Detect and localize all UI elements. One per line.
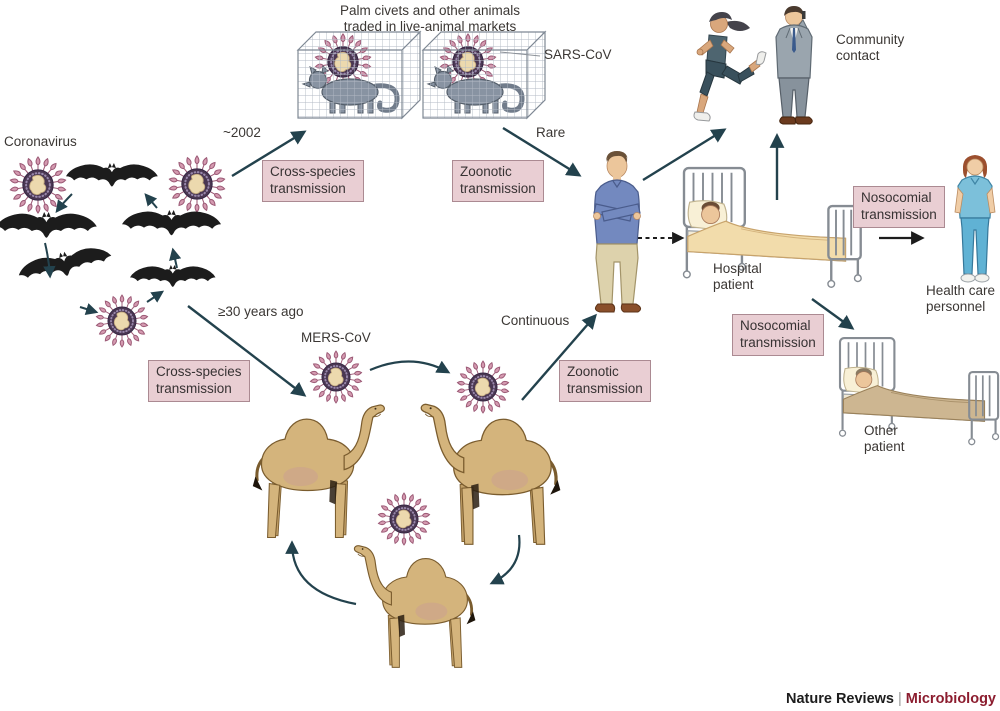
hospital-bed xyxy=(682,166,862,288)
coronavirus-label: Coronavirus xyxy=(4,134,77,149)
coronavirus-icon xyxy=(10,157,66,213)
mers-cov-icon xyxy=(378,493,430,545)
community-contact-label: Community contact xyxy=(836,32,905,64)
animal-cage-left xyxy=(296,30,422,120)
sars-cov-pointer-line xyxy=(499,51,541,57)
journal-brand: Nature Reviews xyxy=(785,691,894,707)
cross-species-transmission-box-sars: Cross-species transmission xyxy=(262,160,364,202)
bat-icon xyxy=(16,242,114,286)
community-jogger xyxy=(693,12,767,122)
mers-cov-label: MERS-CoV xyxy=(301,330,371,345)
bat-icon xyxy=(122,210,221,236)
animal-cage-right xyxy=(421,30,547,120)
sars-cov-label: SARS-CoV xyxy=(544,47,612,62)
nosocomial-transmission-box-patient: Nosocomial transmission xyxy=(732,314,824,356)
hospital-patient-label: Hospital patient xyxy=(713,261,762,293)
cross-species-transmission-box-mers: Cross-species transmission xyxy=(148,360,250,402)
coronavirus-icon xyxy=(96,295,148,347)
nosocomial-transmission-box-personnel: Nosocomial transmission xyxy=(853,186,945,228)
market-title-line1: Palm civets and other animals xyxy=(339,3,521,18)
year-2002-label: ~2002 xyxy=(223,125,261,140)
continuous-label: Continuous xyxy=(501,313,570,328)
bat-cycle-arrows xyxy=(43,193,182,315)
rare-label: Rare xyxy=(536,125,566,140)
camel-cycle xyxy=(251,351,562,669)
bat-reservoir-cycle xyxy=(0,156,225,347)
journal-credit: Nature Reviews|Microbiology xyxy=(786,691,996,707)
other-patient-label: Other patient xyxy=(864,423,905,455)
30-years-ago-label: ≥30 years ago xyxy=(218,304,304,319)
zoonotic-transmission-box-mers: Zoonotic transmission xyxy=(559,360,651,402)
journal-name: Microbiology xyxy=(905,691,996,707)
market-title-line2: traded in live-animal markets xyxy=(343,19,517,35)
transmission-arrows xyxy=(187,126,855,401)
health-care-personnel-figure xyxy=(954,155,996,283)
camel-icon xyxy=(251,403,386,539)
camel-cycle-arrows xyxy=(285,360,521,606)
coronavirus-icon xyxy=(169,156,225,212)
bat-icon xyxy=(66,163,158,187)
health-care-personnel-label: Health care personnel xyxy=(926,283,996,315)
mers-cov-icon xyxy=(457,361,509,413)
bat-icon xyxy=(0,212,97,238)
market-title: Palm civets and other animals traded in … xyxy=(330,3,530,36)
camel-icon xyxy=(353,544,477,669)
camel-icon xyxy=(419,402,562,546)
other-patient-bed xyxy=(838,336,1000,446)
index-patient-man xyxy=(593,151,642,313)
mers-cov-icon xyxy=(310,351,362,403)
zoonotic-transmission-box-sars: Zoonotic transmission xyxy=(452,160,544,202)
bat-icon xyxy=(130,265,216,287)
community-man-on-phone xyxy=(775,6,813,125)
journal-separator: | xyxy=(897,691,902,707)
